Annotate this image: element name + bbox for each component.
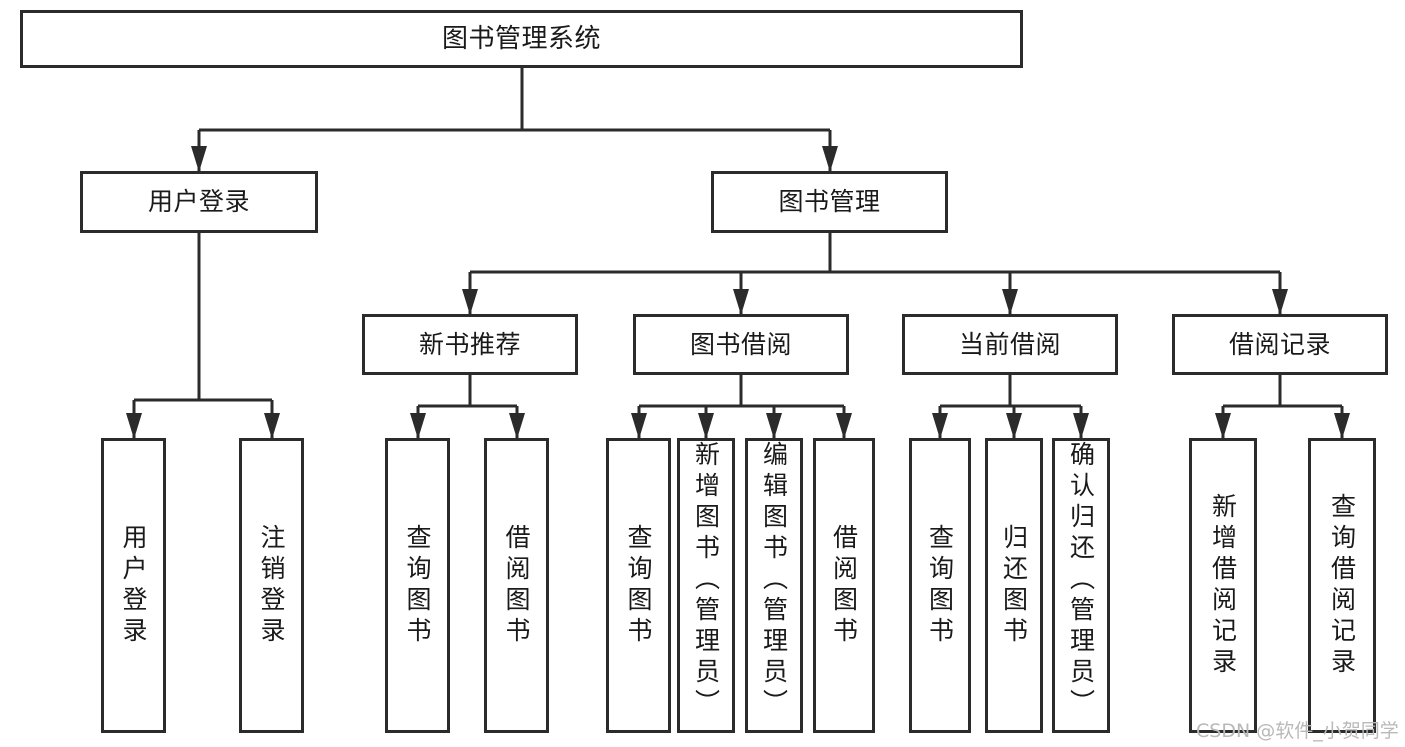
node-label: 图书管理 — [778, 187, 881, 217]
leaf-edit-book-admin[interactable]: 编辑图书（管理员） — [745, 438, 803, 733]
node-new-book-recommendation[interactable]: 新书推荐 — [362, 314, 578, 375]
node-root-book-management-system[interactable]: 图书管理系统 — [20, 10, 1023, 68]
node-user-login[interactable]: 用户登录 — [80, 171, 318, 233]
node-label: 查询图书 — [403, 523, 432, 648]
leaf-logout[interactable]: 注销登录 — [239, 438, 304, 733]
node-book-management[interactable]: 图书管理 — [711, 171, 948, 233]
node-label: 查询借阅记录 — [1327, 492, 1357, 679]
node-label: 图书管理系统 — [441, 23, 601, 54]
node-label: 借阅记录 — [1228, 329, 1331, 359]
leaf-query-book-current[interactable]: 查询图书 — [909, 438, 971, 733]
node-label: 新书推荐 — [418, 329, 521, 359]
node-label: 用户登录 — [119, 523, 148, 648]
node-book-borrowing[interactable]: 图书借阅 — [633, 314, 849, 375]
leaf-query-book-borrowing[interactable]: 查询图书 — [606, 438, 671, 733]
node-label: 新增图书（管理员） — [691, 441, 721, 720]
node-current-borrowing[interactable]: 当前借阅 — [902, 314, 1118, 375]
node-label: 图书借阅 — [689, 329, 792, 359]
node-label: 确认归还（管理员） — [1066, 441, 1096, 720]
node-borrowing-record[interactable]: 借阅记录 — [1172, 314, 1388, 375]
node-label: 归还图书 — [999, 523, 1029, 648]
leaf-query-book-recommendation[interactable]: 查询图书 — [385, 438, 450, 733]
leaf-add-book-admin[interactable]: 新增图书（管理员） — [677, 438, 735, 733]
leaf-add-borrowing-record[interactable]: 新增借阅记录 — [1189, 438, 1257, 733]
leaf-user-login[interactable]: 用户登录 — [101, 438, 166, 733]
leaf-query-borrowing-record[interactable]: 查询借阅记录 — [1308, 438, 1376, 733]
node-label: 注销登录 — [257, 523, 286, 648]
node-label: 新增借阅记录 — [1208, 492, 1238, 679]
leaf-borrow-book-borrowing[interactable]: 借阅图书 — [813, 438, 875, 733]
node-label: 当前借阅 — [958, 329, 1061, 359]
node-label: 借阅图书 — [502, 523, 531, 648]
leaf-return-book[interactable]: 归还图书 — [985, 438, 1043, 733]
node-label: 查询图书 — [925, 523, 955, 648]
node-label: 查询图书 — [624, 523, 653, 648]
leaf-confirm-return-admin[interactable]: 确认归还（管理员） — [1052, 438, 1110, 733]
node-label: 用户登录 — [147, 187, 250, 217]
node-label: 借阅图书 — [829, 523, 859, 648]
node-label: 编辑图书（管理员） — [759, 441, 789, 720]
csdn-watermark: CSDN @软件_小贺同学 — [1196, 720, 1399, 742]
leaf-borrow-book-recommendation[interactable]: 借阅图书 — [484, 438, 549, 733]
